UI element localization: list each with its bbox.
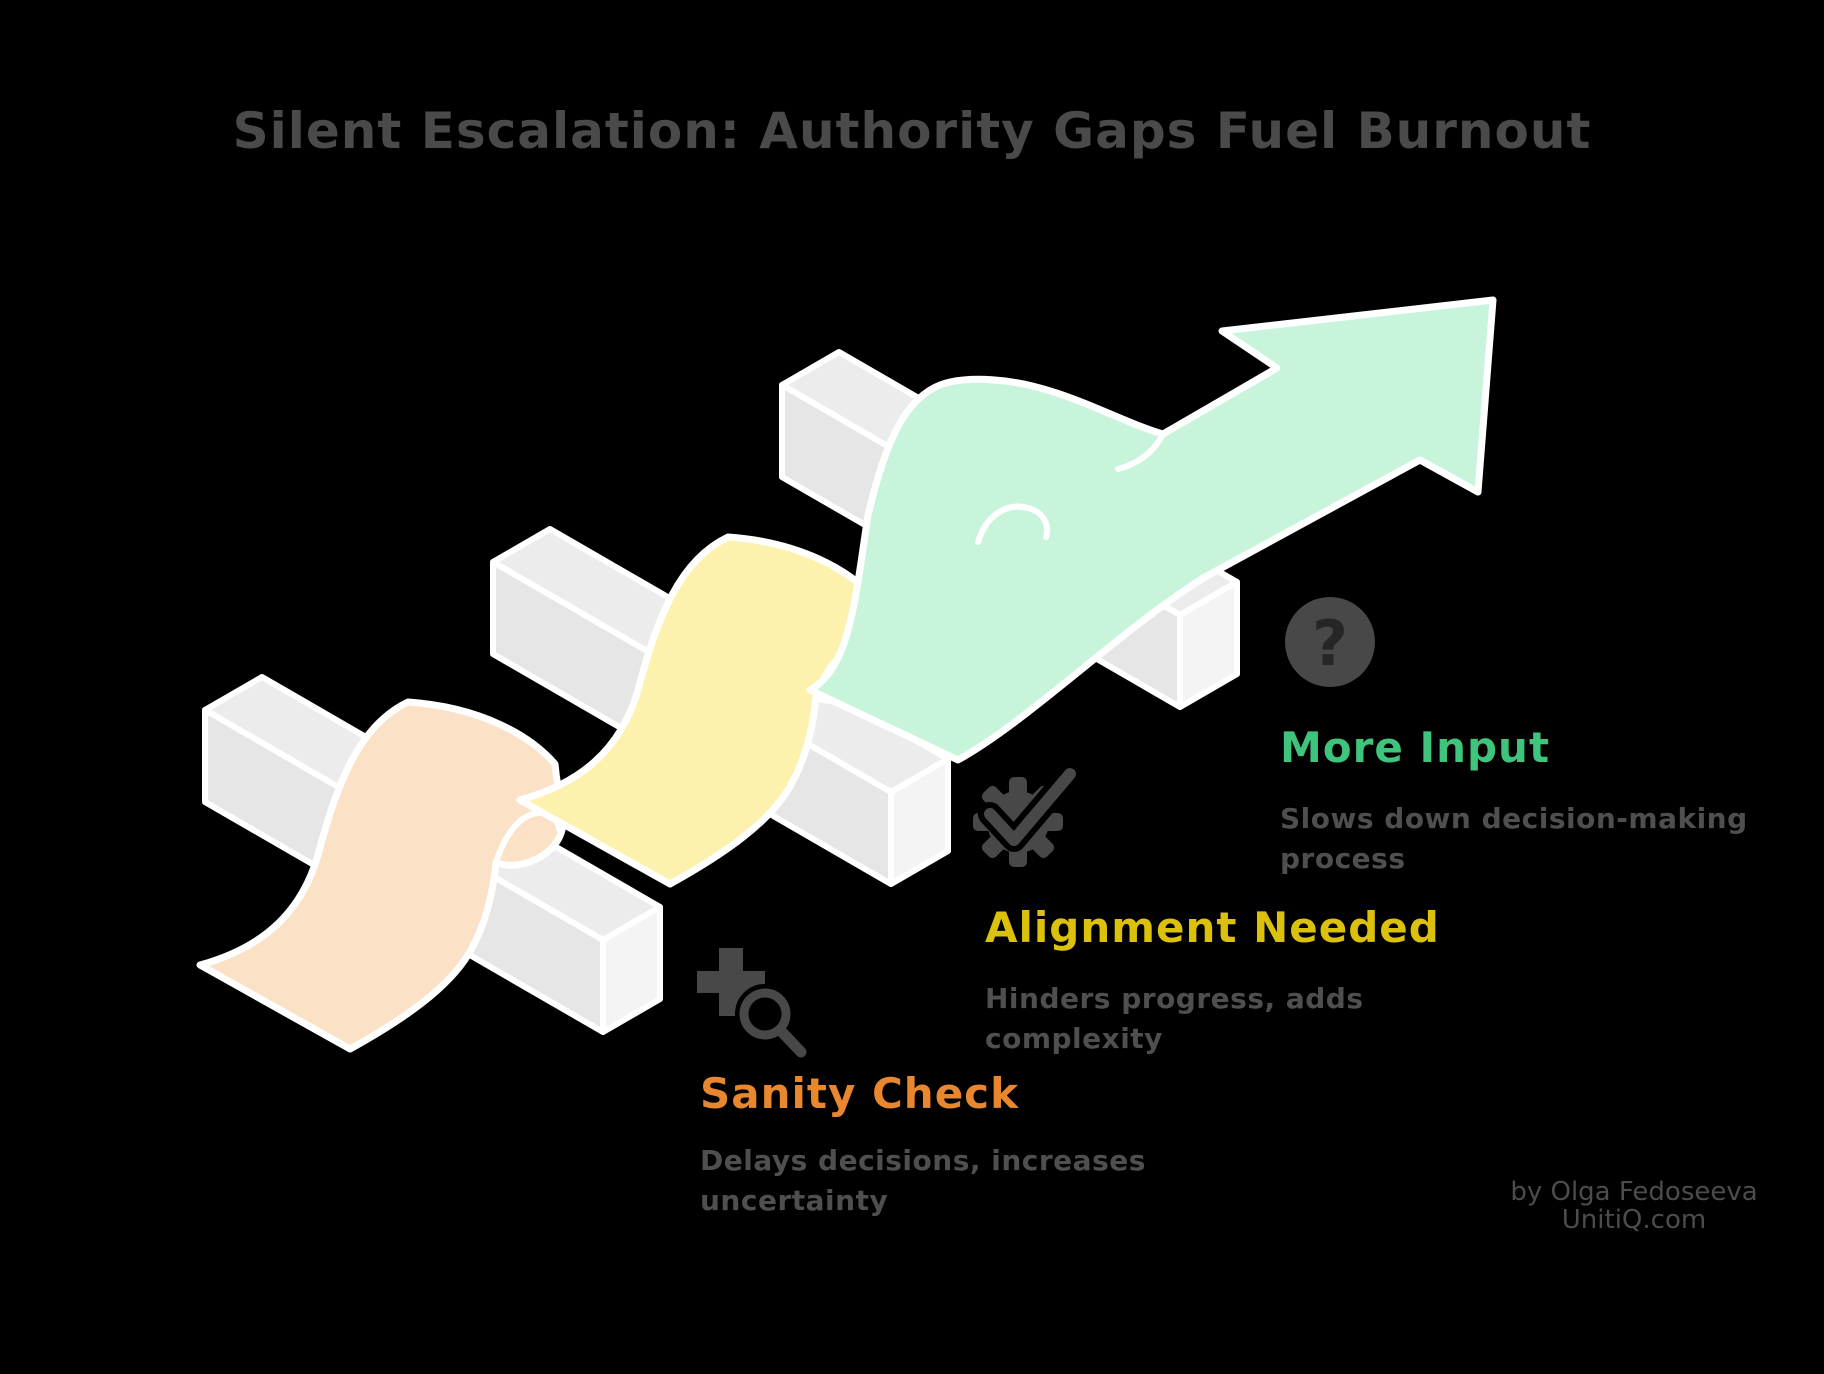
question-glyph: ? — [1312, 607, 1348, 680]
gear-check-icon — [973, 762, 1082, 867]
step-label: Sanity Check — [700, 1069, 1019, 1118]
growth-arrow — [806, 296, 1497, 764]
bar-end-face — [888, 756, 951, 887]
attribution: by Olga Fedoseeva UnitiQ.com — [1510, 1177, 1757, 1235]
step-label: More Input — [1280, 723, 1550, 772]
magnifier-handle — [774, 1024, 807, 1058]
step-description-line2: uncertainty — [700, 1184, 888, 1217]
page-title: Silent Escalation: Authority Gaps Fuel B… — [233, 102, 1592, 160]
question-circle-icon: ? — [1285, 597, 1375, 687]
plus-magnifier-icon — [697, 948, 811, 1062]
bar-end-face — [1177, 579, 1240, 710]
step-description-line2: process — [1280, 842, 1406, 875]
step-description-line1: Slows down decision-making — [1280, 802, 1748, 835]
step-description-line2: complexity — [985, 1022, 1163, 1055]
step-more-input: ? More Input Slows down decision-making … — [1280, 597, 1748, 875]
ribbon-more-input-arrow — [806, 296, 1497, 764]
checkmark-glyph — [984, 768, 1076, 846]
step-label: Alignment Needed — [985, 903, 1440, 952]
step-alignment-needed: Alignment Needed Hinders progress, adds … — [973, 762, 1440, 1055]
question-circle — [1285, 597, 1375, 687]
step-description-line1: Delays decisions, increases — [700, 1144, 1146, 1177]
attribution-site: UnitiQ.com — [1562, 1205, 1706, 1235]
arrow-fold-crease — [1115, 431, 1166, 472]
magnifier-ring — [739, 988, 791, 1040]
plus-glyph — [697, 948, 765, 1016]
ribbon-fold-crease — [975, 503, 1050, 545]
attribution-author: by Olga Fedoseeva — [1510, 1177, 1757, 1207]
step-sanity-check: Sanity Check Delays decisions, increases… — [697, 948, 1146, 1217]
bar-end-face — [600, 904, 663, 1035]
step-description-line1: Hinders progress, adds — [985, 982, 1364, 1015]
